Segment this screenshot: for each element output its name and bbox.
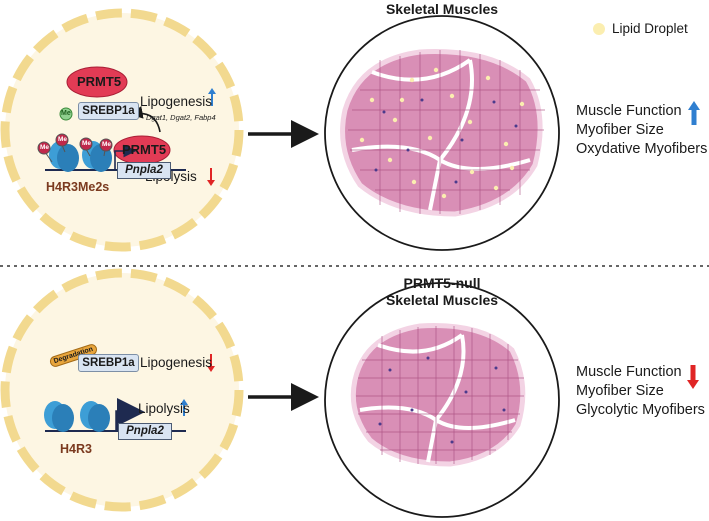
me-mark-1: Me (40, 144, 50, 151)
outcome-fiber-type: Glycolytic Myofibers (576, 402, 705, 418)
outcome-myofiber-size: Myofiber Size (576, 122, 664, 138)
bottom-muscle-title-1: PRMT5-null (403, 275, 481, 291)
bottom-lipogenesis-down-arrow (207, 354, 215, 372)
me-mark-2: Me (58, 136, 68, 143)
bottom-outcomes: Muscle Function Myofiber Size Glycolytic… (576, 363, 705, 420)
target-genes: Dgat1, Dgat2, Fabp4 (146, 113, 216, 122)
top-srebp1a-box: SREBP1a (78, 102, 139, 120)
bottom-muscle-title-2: Skeletal Muscles (385, 292, 499, 308)
methyl-marks (37, 133, 113, 163)
prmt5-free-label: PRMT5 (122, 142, 167, 157)
bottom-lipogenesis-label: Lipogenesis (140, 355, 213, 370)
bottom-nucleosome-2 (80, 401, 110, 432)
outcome-muscle-function: Muscle Function (576, 103, 682, 119)
top-histone-mark: H4R3Me2s (46, 180, 110, 194)
top-nucleosome-1 (49, 141, 79, 172)
top-gene-box: Pnpla2 (117, 162, 171, 179)
me-mark-4: Me (102, 141, 112, 148)
bottom-cell (0, 268, 244, 512)
bottom-transcription-arrow (115, 398, 145, 431)
bottom-srebp1a-box: SREBP1a (78, 354, 139, 372)
top-muscle-title: Skeletal Muscles (385, 1, 499, 17)
outcome-muscle-function: Muscle Function (576, 364, 682, 380)
bottom-gene-box: Pnpla2 (118, 423, 172, 440)
bottom-nucleosome-1 (44, 401, 74, 432)
bottom-lipolysis-label: Lipolysis (138, 401, 190, 416)
lipid-droplet-legend-icon (593, 23, 605, 35)
top-lipolysis-down-arrow (207, 168, 215, 186)
outcomes-up-arrow (688, 101, 700, 125)
bottom-histone-mark: H4R3 (60, 442, 92, 456)
top-lipogenesis-label: Lipogenesis (140, 94, 213, 109)
outcome-fiber-type: Oxydative Myofibers (576, 141, 708, 157)
srebp1a-me-mark (59, 107, 73, 121)
prmt5-bound-shape (66, 66, 128, 98)
top-muscle-cross-section (340, 49, 545, 217)
top-outcomes: Muscle Function Myofiber Size Oxydative … (576, 102, 707, 159)
top-cell (0, 8, 244, 252)
bottom-lipolysis-up-arrow (180, 399, 188, 416)
bottom-muscle-cross-section (350, 323, 526, 467)
me-mark-3: Me (82, 140, 92, 147)
prmt5-bound-label: PRMT5 (77, 74, 122, 89)
lipid-droplet-legend-label: Lipid Droplet (612, 21, 688, 36)
outcome-myofiber-size: Myofiber Size (576, 383, 664, 399)
top-transcription-arrow (114, 144, 137, 170)
srebp1a-me-label: Me (61, 110, 71, 117)
top-lipogenesis-up-arrow (208, 88, 216, 106)
outcomes-down-arrow (687, 365, 699, 389)
